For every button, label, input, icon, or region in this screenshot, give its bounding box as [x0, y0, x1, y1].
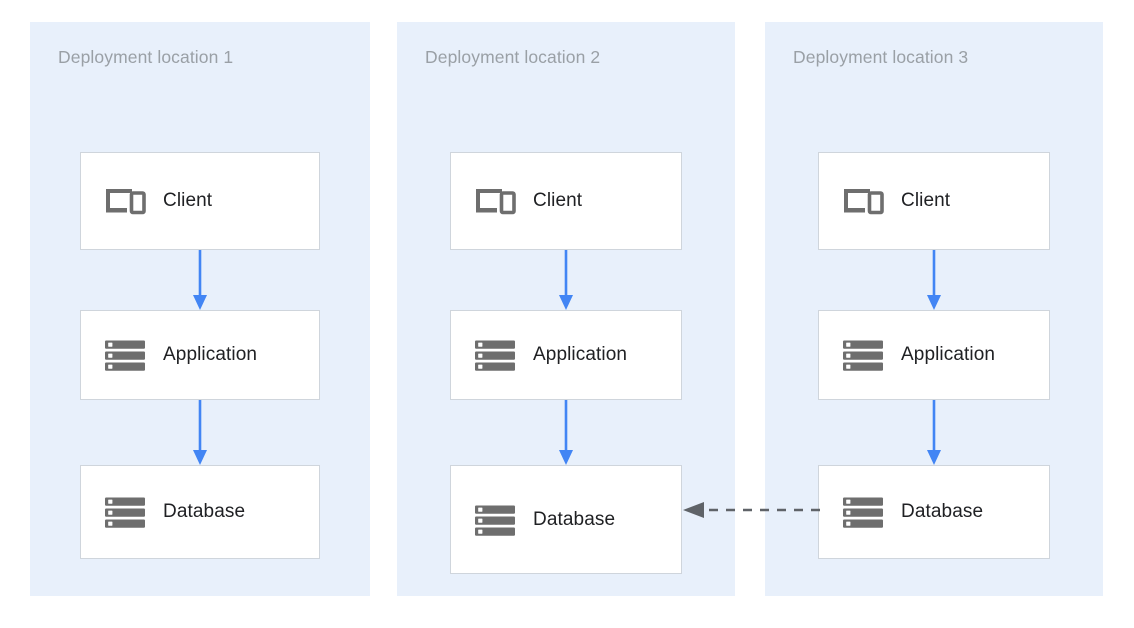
- zone-title: Deployment location 1: [58, 47, 234, 67]
- server-icon: [105, 340, 145, 371]
- node-label: Client: [901, 190, 951, 211]
- node-client-3[interactable]: Client: [818, 152, 1050, 250]
- node-application-3[interactable]: Application: [818, 310, 1050, 400]
- arrow-client-to-app-2: [557, 250, 575, 310]
- node-label: Application: [901, 344, 996, 365]
- devices-icon: [844, 189, 884, 215]
- node-label: Client: [163, 190, 213, 211]
- server-icon: [475, 505, 515, 536]
- node-database-1[interactable]: Database: [80, 465, 320, 559]
- node-application-1[interactable]: Application: [80, 310, 320, 400]
- arrow-app-to-db-2: [557, 400, 575, 465]
- node-label: Client: [533, 190, 583, 211]
- node-label: Database: [533, 508, 616, 530]
- devices-icon: [476, 189, 516, 215]
- replication-arrow: [683, 498, 820, 522]
- node-client-1[interactable]: Client: [80, 152, 320, 250]
- devices-icon: [106, 189, 146, 215]
- zone-title: Deployment location 2: [425, 47, 601, 67]
- server-icon: [475, 340, 515, 371]
- node-database-3[interactable]: Database: [818, 465, 1050, 559]
- arrow-client-to-app-3: [925, 250, 943, 310]
- zone-title: Deployment location 3: [793, 47, 969, 67]
- arrow-app-to-db-1: [191, 400, 209, 465]
- server-icon: [843, 497, 883, 528]
- node-label: Database: [163, 501, 246, 522]
- node-client-2[interactable]: Client: [450, 152, 682, 250]
- node-database-2[interactable]: Database: [450, 465, 682, 574]
- arrow-client-to-app-1: [191, 250, 209, 310]
- server-icon: [105, 497, 145, 528]
- server-icon: [843, 340, 883, 371]
- arrow-app-to-db-3: [925, 400, 943, 465]
- node-label: Application: [533, 344, 628, 365]
- node-application-2[interactable]: Application: [450, 310, 682, 400]
- node-label: Application: [163, 344, 258, 365]
- node-label: Database: [901, 501, 984, 522]
